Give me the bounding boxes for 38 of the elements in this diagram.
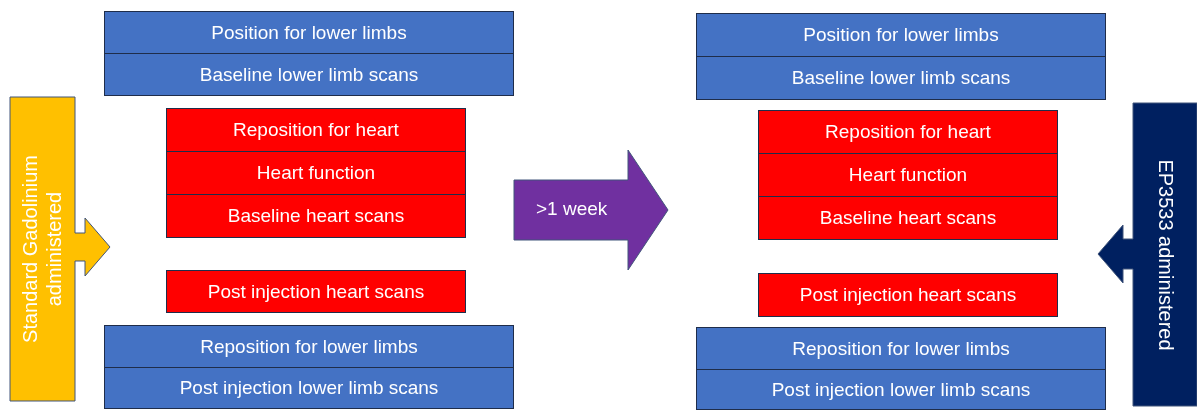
step-label: Reposition for lower limbs <box>792 337 1010 360</box>
step-box <box>104 367 514 409</box>
step-label: Baseline lower limb scans <box>791 67 1011 89</box>
step-box <box>166 270 466 313</box>
step-label: Post injection heart scans <box>799 284 1017 306</box>
step-box <box>166 108 466 152</box>
step-box <box>758 196 1058 240</box>
step-label: Baseline heart scans <box>227 205 405 227</box>
step-label: Standard Gadolinium administered <box>17 154 66 345</box>
step-box <box>758 273 1058 317</box>
step-label: Position for lower limbs <box>803 24 999 46</box>
callout-arrow <box>1098 103 1197 406</box>
step-label: Post injection lower limb scans <box>771 378 1031 401</box>
step-box <box>758 110 1058 154</box>
step-label: Post injection lower limb scans <box>179 377 439 399</box>
step-label: >1 week <box>536 198 608 220</box>
step-label: Heart function <box>256 162 376 184</box>
step-label: Baseline lower limb scans <box>199 63 419 86</box>
step-box <box>166 194 466 238</box>
step-box <box>696 369 1106 410</box>
block-arrow <box>514 150 668 270</box>
step-box <box>166 151 466 195</box>
step-label: Reposition for heart <box>825 121 991 143</box>
callout-arrow <box>10 97 110 401</box>
step-box <box>696 327 1106 370</box>
step-box <box>696 56 1106 100</box>
step-label: Position for lower limbs <box>211 21 407 44</box>
step-label: Heart function <box>848 164 968 186</box>
step-box <box>758 153 1058 197</box>
step-label: EP3533 administered <box>1154 157 1178 353</box>
step-label: Reposition for lower limbs <box>200 335 418 358</box>
step-box <box>696 13 1106 57</box>
step-label: Reposition for heart <box>233 119 399 141</box>
step-box <box>104 53 514 96</box>
step-box <box>104 325 514 368</box>
step-label: Baseline heart scans <box>819 207 997 229</box>
step-label: Post injection heart scans <box>207 280 425 303</box>
step-box <box>104 11 514 54</box>
